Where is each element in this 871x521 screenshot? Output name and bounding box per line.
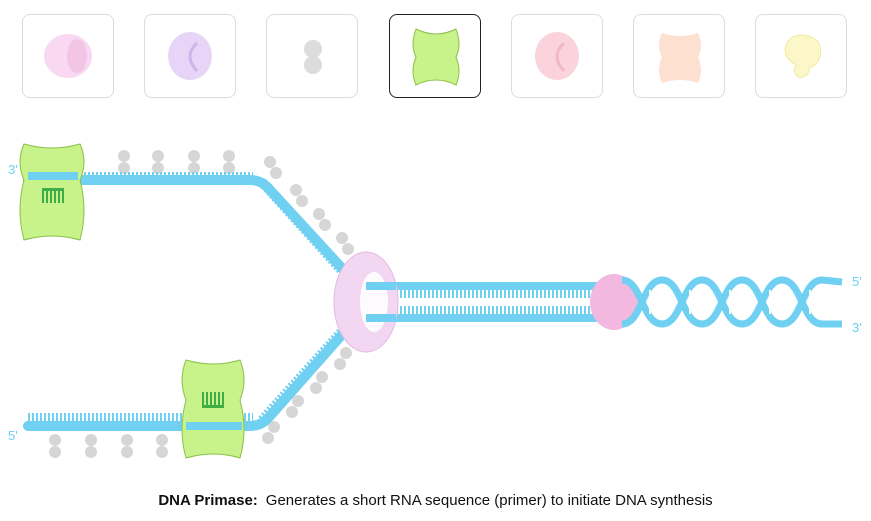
rna-primer-top xyxy=(42,188,64,203)
primase-top xyxy=(19,143,85,241)
free-nucleotides-bottom xyxy=(49,347,352,458)
pink-ring-icon xyxy=(44,34,92,78)
label-right-bottom: 3' xyxy=(852,320,862,335)
caption: DNA Primase: Generates a short RNA sequen… xyxy=(0,492,871,509)
yellow-blob-icon xyxy=(784,34,822,78)
purple-ring-icon xyxy=(168,32,212,80)
top-parent-strand xyxy=(23,172,367,295)
replication-fork-diagram: 3' 5' 5' 3' xyxy=(8,143,862,459)
red-ring-icon xyxy=(535,32,579,80)
label-right-top: 5' xyxy=(852,274,862,289)
bottom-parent-strand xyxy=(23,307,367,431)
tab-5[interactable] xyxy=(511,14,603,98)
topoisomerase xyxy=(590,274,638,330)
tab-7[interactable] xyxy=(755,14,847,98)
gray-dots-icon xyxy=(304,40,322,74)
tab-4[interactable] xyxy=(389,14,481,98)
caption-text: Generates a short RNA sequence (primer) … xyxy=(265,492,713,509)
tab-2[interactable] xyxy=(144,14,236,98)
label-bottom-left: 5' xyxy=(8,428,18,443)
tab-3[interactable] xyxy=(266,14,358,98)
primase-bottom xyxy=(181,359,245,459)
parental-duplex xyxy=(362,282,608,322)
green-primase-icon xyxy=(412,28,460,86)
tab-1[interactable] xyxy=(22,14,114,98)
tab-6[interactable] xyxy=(633,14,725,98)
double-helix xyxy=(621,276,843,328)
label-top-left: 3' xyxy=(8,162,18,177)
free-nucleotides-top xyxy=(118,150,354,255)
rna-primer-bottom xyxy=(202,392,224,408)
caption-title: DNA Primase: xyxy=(158,492,258,509)
enzyme-tab-bar xyxy=(0,0,871,110)
helicase-ring xyxy=(333,251,399,353)
peach-block-icon xyxy=(659,33,701,83)
